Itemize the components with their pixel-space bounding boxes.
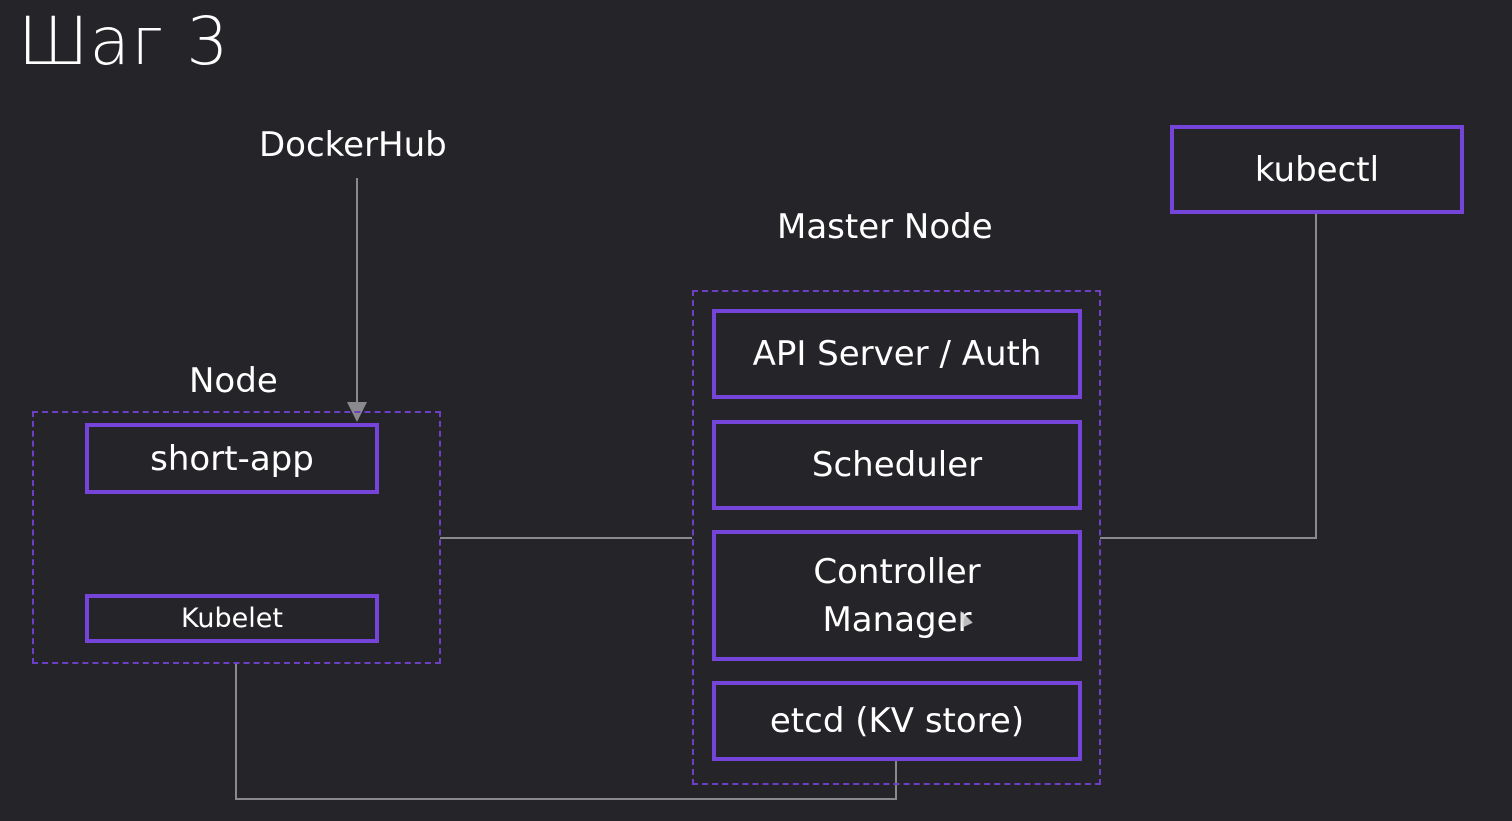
kubectl-box[interactable]: kubectl xyxy=(1170,125,1464,214)
etcd-box[interactable]: etcd (KV store) xyxy=(712,681,1082,761)
kubelet-to-etcd-connector xyxy=(235,663,897,800)
api-server-box[interactable]: API Server / Auth xyxy=(712,309,1082,399)
api-server-label: API Server / Auth xyxy=(752,334,1042,374)
short-app-box[interactable]: short-app xyxy=(85,423,379,494)
dockerhub-label: DockerHub xyxy=(259,125,447,165)
scheduler-label: Scheduler xyxy=(811,445,983,485)
controller-manager-label-line2: Manager xyxy=(822,599,972,640)
controller-manager-label-line1: Controller xyxy=(813,551,981,592)
kubelet-label: Kubelet xyxy=(181,602,283,634)
master-node-label: Master Node xyxy=(777,207,993,247)
node-label: Node xyxy=(189,361,278,401)
node-group xyxy=(32,411,441,664)
etcd-label: etcd (KV store) xyxy=(769,701,1025,741)
page-title: Шаг 3 xyxy=(18,3,230,80)
kubectl-label: kubectl xyxy=(1254,149,1380,190)
kubelet-box[interactable]: Kubelet xyxy=(85,594,379,643)
master-node-group xyxy=(692,290,1101,785)
controller-manager-box[interactable]: Controller Manager xyxy=(712,530,1082,661)
scheduler-box[interactable]: Scheduler xyxy=(712,420,1082,510)
kubectl-to-master-connector xyxy=(1100,213,1317,539)
short-app-label: short-app xyxy=(150,438,314,479)
